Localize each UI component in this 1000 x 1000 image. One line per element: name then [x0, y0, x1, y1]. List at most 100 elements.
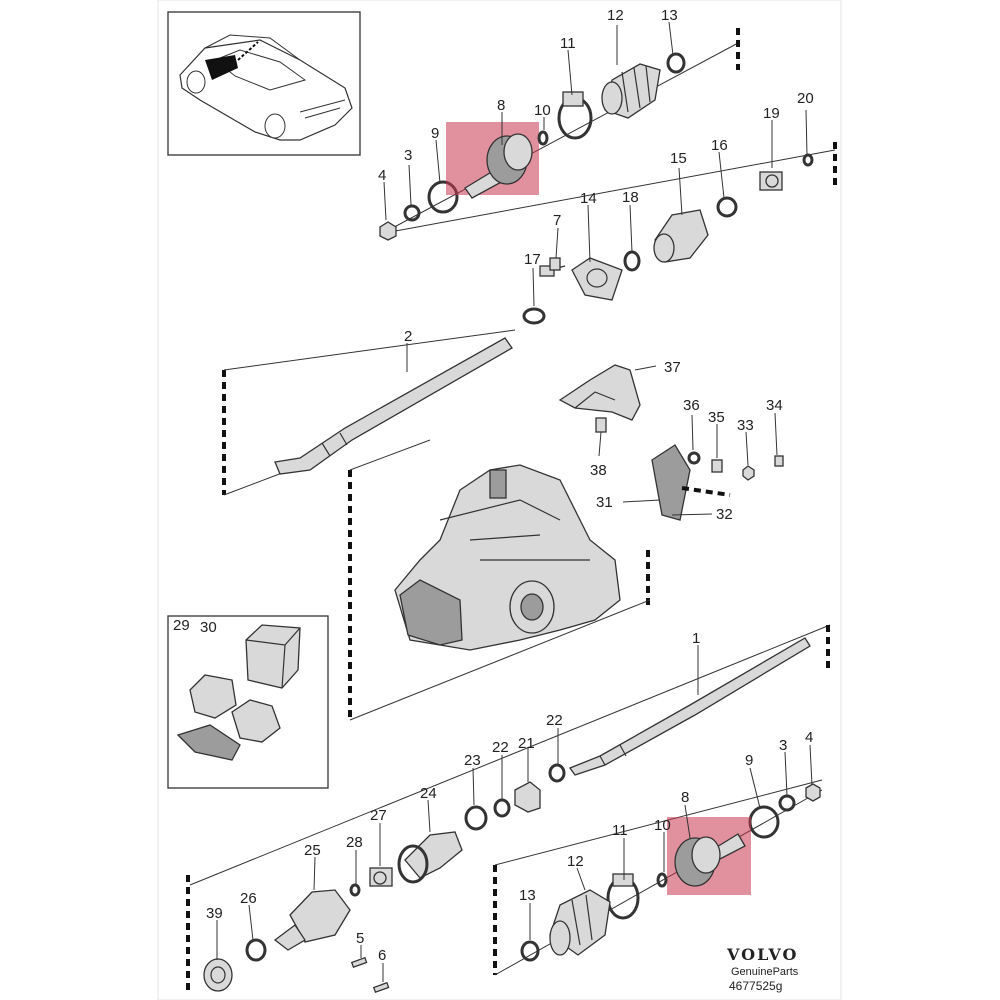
part-4b-nut [805, 783, 821, 802]
label-6: 6 [378, 947, 386, 964]
label-17: 17 [524, 251, 541, 268]
label-32: 32 [716, 506, 733, 523]
label-23: 23 [464, 752, 481, 769]
part-6-pin [372, 981, 390, 994]
label-1: 1 [692, 630, 700, 647]
part-33-nut [742, 465, 755, 481]
part-20-clip [802, 153, 814, 167]
label-13b: 13 [519, 887, 536, 904]
part-8-joint [446, 122, 539, 199]
part-17b-washer [522, 307, 546, 325]
label-22: 22 [546, 712, 563, 729]
shaft2-guide [223, 329, 516, 371]
label-35: 35 [708, 409, 725, 426]
shaft2-guide-b [223, 469, 291, 496]
part-12b-boot [549, 889, 611, 956]
brand-tagline: GenuineParts [731, 966, 799, 978]
label-3: 3 [404, 147, 412, 164]
part-22b-ring [493, 798, 511, 818]
part-10-clip [537, 130, 549, 146]
lower-axis-line-3 [494, 779, 823, 866]
part-28-clip [349, 883, 361, 897]
part-39-seal [203, 958, 233, 992]
label-34: 34 [766, 397, 783, 414]
label-29: 29 [173, 617, 190, 634]
label-26: 26 [240, 890, 257, 907]
label-14: 14 [580, 190, 597, 207]
brand-name: VOLVO [726, 945, 799, 964]
part-8b-joint [667, 817, 751, 895]
part-4-nut [379, 221, 397, 241]
part-36-washer [687, 451, 701, 465]
part-9b-ring [748, 805, 780, 839]
label-22b: 22 [492, 739, 509, 756]
label-12b: 12 [567, 853, 584, 870]
part-1-shaft [568, 637, 811, 776]
label-4: 4 [378, 167, 386, 184]
part-9-ring [427, 180, 459, 214]
part-2-shaft [274, 337, 513, 475]
part-5-pin [350, 956, 368, 969]
label-11: 11 [560, 35, 576, 52]
upper-axis-line [384, 41, 741, 233]
plate-dash [681, 486, 731, 497]
label-20: 20 [797, 90, 814, 107]
part-11-clamp [557, 91, 593, 140]
lower-axis-line [189, 624, 831, 886]
car-inset [167, 11, 361, 156]
part-34-bolt [774, 455, 784, 467]
part-15-boot [653, 209, 709, 263]
part-31-plate [651, 444, 691, 521]
upper-axis-line-2 [389, 149, 836, 233]
label-9: 9 [431, 125, 439, 142]
part-21-bearing [514, 781, 541, 813]
part-38-bolt [595, 417, 607, 433]
leader-lines [216, 21, 813, 982]
part-13-clamp [666, 52, 686, 74]
diagram-code: 4677525g [729, 979, 782, 993]
label-11b: 11 [612, 822, 628, 839]
part-25-joint [273, 889, 351, 951]
label-38: 38 [590, 462, 607, 479]
label-36: 36 [683, 397, 700, 414]
part-3-washer [403, 204, 421, 222]
diagram-frame [157, 0, 842, 1000]
label-37: 37 [664, 359, 681, 376]
label-19: 19 [763, 105, 780, 122]
part-23-ring [464, 805, 488, 831]
part-19-tripod [759, 171, 783, 191]
label-8b: 8 [681, 789, 689, 806]
part-11b-clamp [606, 873, 640, 920]
label-8: 8 [497, 97, 505, 114]
part-13b-clamp [520, 940, 540, 962]
label-21: 21 [518, 735, 535, 752]
label-10: 10 [534, 102, 551, 119]
label-5: 5 [356, 930, 364, 947]
part-35-bolt [711, 459, 723, 473]
part-24-housing [397, 831, 463, 884]
label-31: 31 [596, 494, 613, 511]
part-18-ring [623, 250, 641, 272]
part-3b-washer [778, 794, 796, 812]
brand-block: VOLVO GenuineParts 4677525g [726, 945, 799, 993]
part-22-ring [548, 763, 566, 783]
part-10b-clip [656, 872, 668, 888]
gearbox [348, 439, 651, 721]
label-27: 27 [370, 807, 387, 824]
label-25: 25 [304, 842, 321, 859]
label-10b: 10 [654, 817, 671, 834]
label-39: 39 [206, 905, 223, 922]
part-12-boot [601, 63, 661, 119]
label-12: 12 [607, 7, 624, 24]
label-13: 13 [661, 7, 678, 24]
part-16-clamp [716, 196, 738, 218]
part-26-ring [245, 938, 267, 962]
label-24: 24 [420, 785, 437, 802]
part-14-bracket [571, 257, 623, 301]
label-2: 2 [404, 328, 412, 345]
label-9b: 9 [745, 752, 753, 769]
label-33: 33 [737, 417, 754, 434]
label-18: 18 [622, 189, 639, 206]
part-27-tripod [369, 867, 393, 887]
